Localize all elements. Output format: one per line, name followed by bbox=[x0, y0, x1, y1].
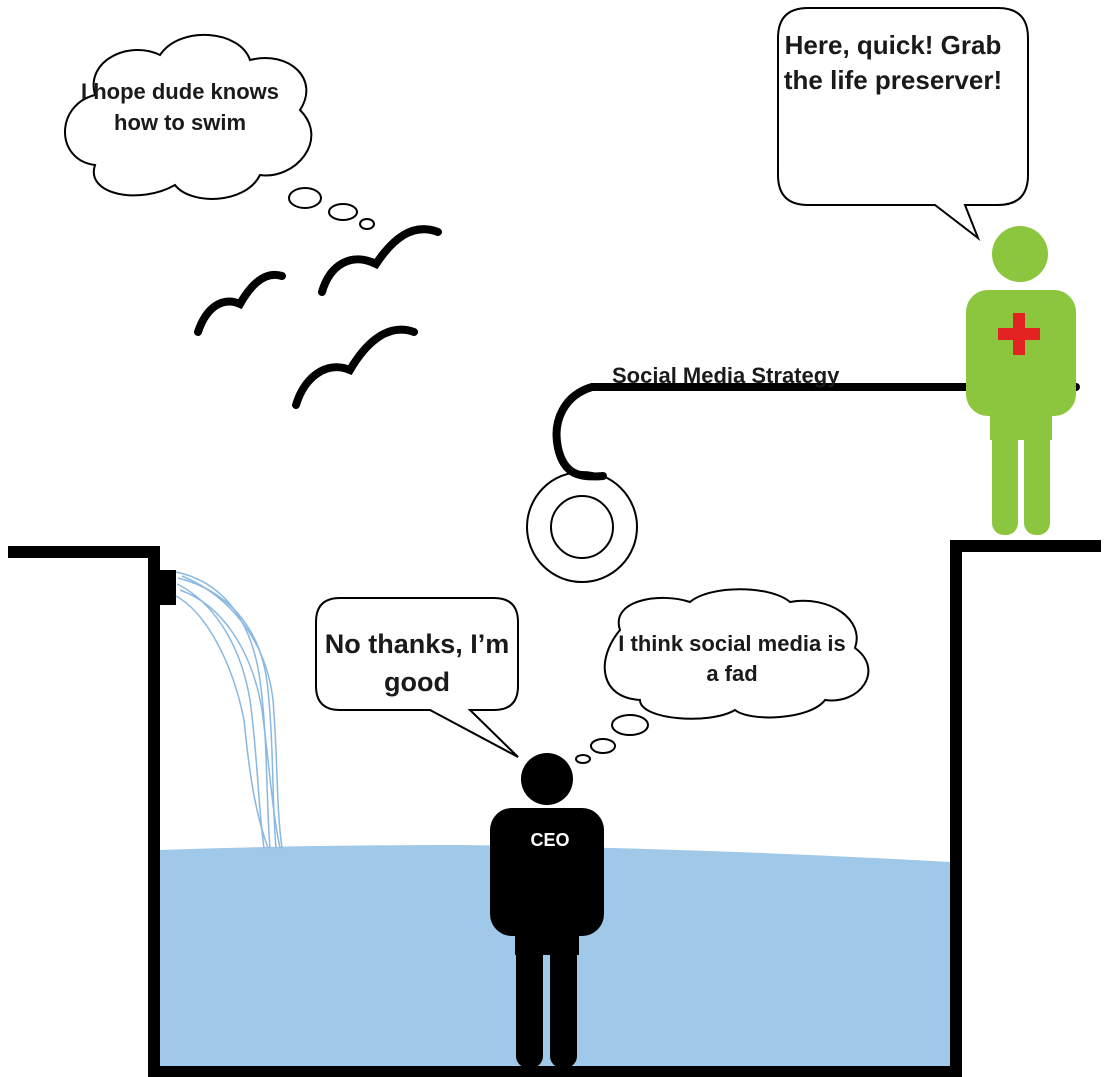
waterfall bbox=[175, 571, 283, 849]
lifeguard-speech-text: Here, quick! Grab the life preserver! bbox=[783, 30, 1003, 95]
ceo-speech-text: No thanks, I’m good bbox=[324, 629, 510, 697]
rope-label: Social Media Strategy bbox=[612, 363, 840, 388]
pool-wall bbox=[8, 540, 1101, 1077]
speech-bubble-lifeguard bbox=[777, 7, 1029, 241]
thought-text-top-left: I hope dude knows how to swim bbox=[80, 79, 279, 135]
lifeguard-figure bbox=[966, 226, 1076, 535]
ceo-figure bbox=[490, 753, 604, 1068]
water-spout bbox=[150, 570, 176, 605]
ceo-shirt-label: CEO bbox=[530, 830, 570, 850]
thought-cloud-top-left bbox=[64, 34, 375, 230]
red-cross-icon bbox=[998, 313, 1040, 355]
speech-bubble-ceo bbox=[315, 597, 519, 758]
rope bbox=[552, 383, 1080, 481]
ceo-thought-text: I think social media is a fad bbox=[618, 631, 846, 686]
life-preserver-hole bbox=[550, 495, 614, 559]
thought-cloud-ceo bbox=[575, 588, 870, 764]
birds bbox=[194, 225, 442, 409]
